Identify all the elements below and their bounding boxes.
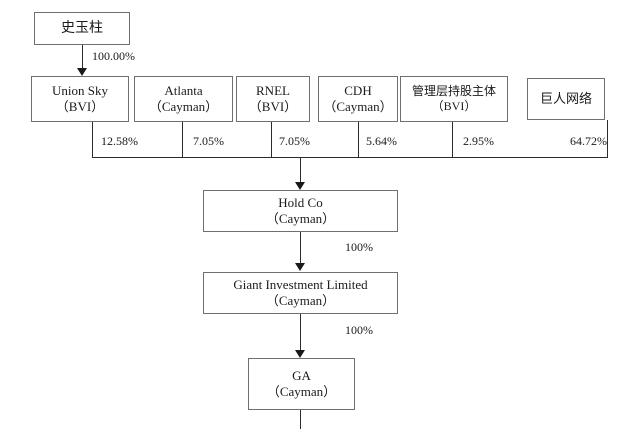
node-union-sky-line1: Union Sky	[52, 82, 108, 98]
edge-label-gil-to-ga: 100%	[345, 323, 373, 337]
node-atlanta-line1: Atlanta	[164, 82, 203, 98]
node-giant-network-line1: 巨人网络	[539, 90, 592, 106]
edge-rnel-drop-line	[271, 122, 272, 157]
node-cdh-line2: （Cayman）	[323, 99, 393, 114]
edge-label-atlanta: 7.05%	[193, 134, 224, 148]
node-hold-co: Hold Co （Cayman）	[203, 190, 398, 232]
node-hold-co-line1: Hold Co	[278, 194, 323, 210]
shareholder-bus-line	[92, 157, 608, 158]
edge-holdco-to-gil-arrow	[295, 263, 305, 271]
node-shi-yuzhu: 史玉柱	[34, 12, 130, 45]
edge-union-sky-drop-line	[92, 122, 93, 157]
edge-giant-network-drop-line	[607, 120, 608, 157]
edge-atlanta-drop-line	[182, 122, 183, 157]
edge-shi-to-union-line	[82, 45, 83, 69]
node-atlanta-line2: （Cayman）	[148, 99, 219, 114]
node-giant-investment-limited-line1: Giant Investment Limited	[233, 276, 368, 292]
edge-ga-continuation-line	[300, 410, 301, 429]
edge-shi-to-union-arrow	[77, 68, 87, 76]
edge-label-holdco-to-gil: 100%	[345, 240, 373, 254]
node-rnel-line2: （BVI）	[248, 99, 298, 114]
edge-gil-to-ga-line	[300, 314, 301, 351]
node-ga-line1: GA	[292, 367, 311, 383]
edge-gil-to-ga-arrow	[295, 350, 305, 358]
node-cdh-line1: CDH	[344, 82, 372, 98]
edge-bus-to-holdco-line	[300, 157, 301, 183]
node-giant-investment-limited-line2: （Cayman）	[265, 293, 336, 308]
edge-label-giant-network: 64.72%	[570, 134, 607, 148]
edge-label-union-sky: 12.58%	[101, 134, 138, 148]
node-hold-co-line2: （Cayman）	[265, 211, 336, 226]
node-rnel-line1: RNEL	[256, 82, 290, 98]
edge-label-cdh: 5.64%	[366, 134, 397, 148]
node-ga: GA （Cayman）	[248, 358, 355, 410]
node-giant-network: 巨人网络	[527, 78, 605, 120]
node-cdh: CDH （Cayman）	[318, 76, 398, 122]
edge-holdco-to-gil-line	[300, 232, 301, 264]
node-union-sky-line2: （BVI）	[55, 99, 105, 114]
node-ga-line2: （Cayman）	[266, 384, 337, 399]
edge-label-shi-to-union: 100.00%	[92, 49, 135, 63]
node-rnel: RNEL （BVI）	[236, 76, 310, 122]
edge-label-management: 2.95%	[463, 134, 494, 148]
node-atlanta: Atlanta （Cayman）	[134, 76, 233, 122]
edge-bus-to-holdco-arrow	[295, 182, 305, 190]
edge-label-rnel: 7.05%	[279, 134, 310, 148]
node-management-holding-entity: 管理层持股主体 （BVI）	[400, 76, 508, 122]
edge-management-drop-line	[452, 122, 453, 157]
node-management-holding-entity-line1: 管理层持股主体	[411, 84, 496, 98]
edge-cdh-drop-line	[358, 122, 359, 157]
node-giant-investment-limited: Giant Investment Limited （Cayman）	[203, 272, 398, 314]
node-union-sky: Union Sky （BVI）	[31, 76, 129, 122]
node-management-holding-entity-line2: （BVI）	[431, 99, 477, 113]
node-shi-yuzhu-line1: 史玉柱	[61, 20, 103, 36]
